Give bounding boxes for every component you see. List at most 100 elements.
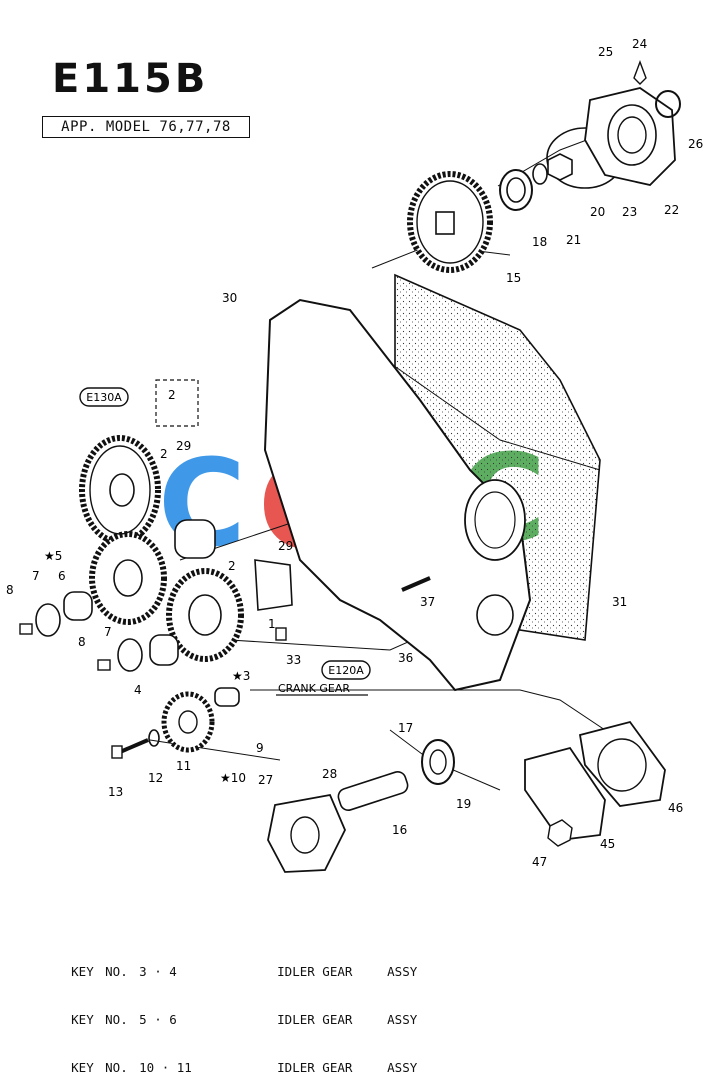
gear-part	[407, 171, 493, 273]
key-row-assy: ASSY	[387, 964, 418, 979]
callout-c33: 33	[286, 653, 301, 667]
washer-part-12	[148, 729, 160, 747]
callout-c28: 28	[322, 767, 337, 781]
callout-c2a: 2	[168, 388, 176, 402]
idler-shaft-part	[174, 519, 216, 559]
callout-c2b: 2	[160, 447, 168, 461]
crank-gear-part	[166, 568, 244, 662]
callout-c9: 9	[256, 741, 264, 755]
key-row-key: KEY	[71, 1060, 94, 1075]
callout-c46: 46	[668, 801, 683, 815]
cover-hole-part	[464, 479, 526, 561]
gear-case-cover-part	[263, 298, 532, 692]
washer-part	[532, 163, 548, 185]
key-row-no: NO.	[105, 1060, 128, 1075]
callout-c8b: 8	[78, 635, 86, 649]
callout-c15: 15	[506, 271, 521, 285]
bearing-housing-part	[584, 87, 676, 186]
cover-plate-part-45	[524, 746, 606, 841]
callout-c30: 30	[222, 291, 237, 305]
bolt-part-33	[275, 627, 287, 641]
model-tag-e120a: E120A	[321, 660, 371, 680]
page-title: E115B	[52, 56, 209, 102]
bushing-part-2	[149, 634, 179, 666]
model-tag-e130a-text: E130A	[86, 391, 122, 404]
key-row: KEY NO. 5 · 6 IDLER GEAR ASSY	[26, 996, 417, 1044]
thrust-plate-part	[35, 603, 61, 637]
callout-c27: 27	[258, 773, 273, 787]
callout-c16: 16	[392, 823, 407, 837]
callout-c20: 20	[590, 205, 605, 219]
diagram-page: E115B APP. MODEL 76,77,78 C G S C	[6, 37, 703, 1075]
callout-c7a: 7	[32, 569, 40, 583]
exploded-parts-diagram: C G S C	[6, 37, 703, 873]
collar-part	[214, 687, 240, 707]
callout-c5: ★5	[44, 549, 62, 563]
small-idler-gear-part	[161, 691, 215, 753]
key-row-nums: 3 · 4	[139, 964, 177, 979]
callout-c29a: 29	[176, 439, 191, 453]
idler-gear-part	[89, 531, 167, 625]
callout-c19: 19	[456, 797, 471, 811]
key-row-no: NO.	[105, 964, 128, 979]
callout-c17: 17	[398, 721, 413, 735]
bushing-part	[63, 591, 93, 621]
oil-seal-part	[655, 90, 681, 118]
callout-c4: 4	[134, 683, 142, 697]
callout-c37: 37	[420, 595, 435, 609]
stud-part-37	[401, 576, 431, 592]
callout-c3: ★3	[232, 669, 250, 683]
key-row: KEY NO. 10 · 11 IDLER GEAR ASSY	[26, 1044, 417, 1092]
key-row-name: IDLER GEAR	[277, 1060, 353, 1075]
callout-c7b: 7	[104, 625, 112, 639]
callout-c12: 12	[148, 771, 163, 785]
callout-c13: 13	[108, 785, 123, 799]
bolt-part-8a	[19, 623, 33, 635]
callout-c45: 45	[600, 837, 615, 851]
callout-c25: 25	[598, 45, 613, 59]
callout-c2c: 2	[228, 559, 236, 573]
callout-c8a: 8	[6, 583, 14, 597]
key-table: KEY NO. 3 · 4 IDLER GEAR ASSY KEY NO. 5 · 6 IDL…	[26, 948, 417, 1092]
bolt-part-47	[547, 819, 573, 847]
callout-c18: 18	[532, 235, 547, 249]
callout-c21: 21	[566, 233, 581, 247]
key-row-no: NO.	[105, 1012, 128, 1027]
key-row-assy: ASSY	[387, 1060, 418, 1075]
cover-hole-inner-part	[474, 491, 516, 549]
key-row-nums: 5 · 6	[139, 1012, 177, 1027]
key-row-nums: 10 · 11	[139, 1060, 192, 1075]
bolt-part-8b	[97, 659, 111, 671]
callout-c31: 31	[612, 595, 627, 609]
model-tag-e130a: E130A	[79, 387, 129, 407]
bolt-part-13	[111, 738, 149, 759]
dashed-detail-box	[155, 379, 199, 427]
callout-c22: 22	[664, 203, 679, 217]
cover-hole-lower-part	[476, 594, 514, 636]
callout-c6: 6	[58, 569, 66, 583]
callout-c47: 47	[532, 855, 547, 869]
crank-gear-label: CRANK GEAR	[278, 682, 350, 695]
callout-c29b: 29	[278, 539, 293, 553]
pto-flange-hole	[290, 816, 320, 854]
key-row-key: KEY	[71, 1012, 94, 1027]
pto-flange-part-27	[267, 793, 346, 873]
callout-c23: 23	[622, 205, 637, 219]
callout-c36: 36	[398, 651, 413, 665]
key-row-assy: ASSY	[387, 1012, 418, 1027]
key-row-key: KEY	[71, 964, 94, 979]
key-row-name: IDLER GEAR	[277, 1012, 353, 1027]
idler-gear-large	[79, 435, 161, 545]
bolt-part	[633, 60, 647, 85]
callout-c1: 1	[268, 617, 276, 631]
gasket-hole-46	[597, 738, 647, 792]
nut-part	[547, 153, 573, 181]
model-tag-e120a-text: E120A	[328, 664, 364, 677]
drive-shaft-part-16	[337, 771, 409, 811]
drive-bearing-part-19	[421, 739, 455, 785]
app-model-box: APP. MODEL 76,77,78	[42, 116, 250, 138]
gasket-part-46	[578, 720, 666, 807]
callout-c24: 24	[632, 37, 647, 51]
